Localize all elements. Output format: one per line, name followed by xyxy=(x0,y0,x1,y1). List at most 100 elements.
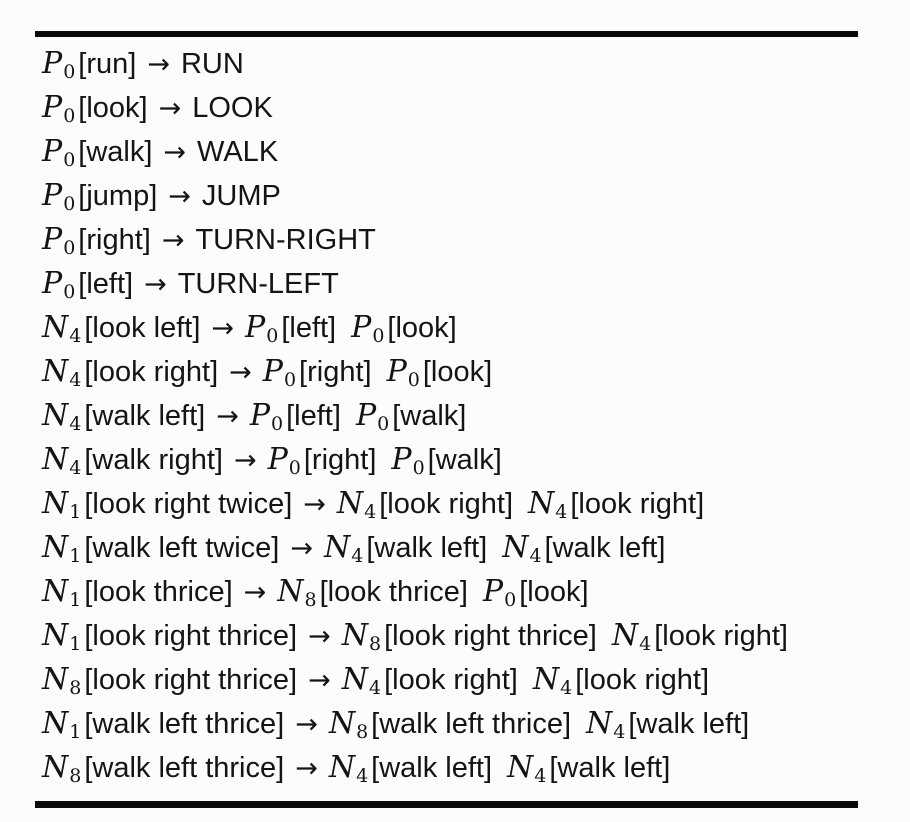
nonterminal-subscript: 0 xyxy=(372,325,385,347)
nonterminal-subscript: 0 xyxy=(504,589,517,611)
production-rule: N8[walk left thrice]→N4[walk left]N4[wal… xyxy=(42,746,788,790)
nonterminal-symbol: N xyxy=(328,750,356,785)
nonterminal-symbol: P xyxy=(262,354,283,389)
terminal-token: LOOK xyxy=(192,92,273,124)
nonterminal-subscript: 4 xyxy=(555,501,568,523)
token-argument: [look right] xyxy=(654,620,788,652)
nonterminal-subscript: 4 xyxy=(613,721,626,743)
arrow-icon: → xyxy=(229,357,252,388)
nonterminal-subscript: 4 xyxy=(69,369,82,391)
token-argument: [look right] xyxy=(575,664,710,696)
nonterminal-token: N1[walk left twice] xyxy=(42,530,279,567)
nonterminal-subscript: 4 xyxy=(534,765,547,787)
nonterminal-token: P0[jump] xyxy=(42,178,158,215)
nonterminal-subscript: 0 xyxy=(412,457,425,479)
arrow-icon: → xyxy=(168,181,191,212)
nonterminal-subscript: 4 xyxy=(529,545,542,567)
token-argument: [walk] xyxy=(78,136,153,168)
nonterminal-symbol: N xyxy=(42,398,69,433)
token-argument: [walk left] xyxy=(371,752,493,784)
nonterminal-symbol: P xyxy=(351,310,372,345)
token-argument: [left] xyxy=(286,400,341,432)
production-rule: N1[walk left thrice]→N8[walk left thrice… xyxy=(42,702,788,746)
token-argument: [look thrice] xyxy=(319,576,468,608)
production-rule: N1[look right thrice]→N8[look right thri… xyxy=(42,614,788,658)
nonterminal-subscript: 0 xyxy=(266,325,279,347)
nonterminal-token: N8[look right thrice] xyxy=(42,662,298,699)
token-argument: [look thrice] xyxy=(84,576,233,608)
nonterminal-subscript: 8 xyxy=(368,633,382,655)
nonterminal-subscript: 4 xyxy=(356,765,369,787)
nonterminal-symbol: N xyxy=(42,574,69,609)
nonterminal-token: P0[walk] xyxy=(391,442,501,479)
terminal-token: TURN-LEFT xyxy=(177,268,339,300)
nonterminal-token: N4[look right] xyxy=(533,662,710,699)
nonterminal-subscript: 0 xyxy=(377,413,390,435)
nonterminal-subscript: 1 xyxy=(69,633,82,655)
arrow-icon: → xyxy=(144,269,167,300)
nonterminal-symbol: P xyxy=(42,266,63,301)
nonterminal-symbol: N xyxy=(42,354,69,389)
nonterminal-token: N4[walk left] xyxy=(502,530,665,567)
token-argument: [walk left thrice] xyxy=(84,752,285,784)
nonterminal-subscript: 4 xyxy=(69,457,82,479)
token-argument: [look] xyxy=(387,312,457,344)
nonterminal-subscript: 0 xyxy=(288,457,301,479)
token-argument: [look right] xyxy=(84,356,219,388)
nonterminal-symbol: N xyxy=(336,486,364,521)
token-argument: [left] xyxy=(281,312,337,344)
nonterminal-subscript: 0 xyxy=(63,193,76,215)
token-argument: [look right] xyxy=(570,488,705,520)
nonterminal-symbol: N xyxy=(328,706,356,741)
nonterminal-subscript: 4 xyxy=(639,633,652,655)
token-argument: [walk right] xyxy=(84,444,223,476)
production-rule: N4[look left]→P0[left]P0[look] xyxy=(42,306,788,350)
nonterminal-subscript: 4 xyxy=(351,545,364,567)
nonterminal-subscript: 0 xyxy=(407,369,420,391)
production-rule: N1[look thrice]→N8[look thrice]P0[look] xyxy=(42,570,788,614)
nonterminal-token: N4[look right] xyxy=(611,618,788,655)
nonterminal-token: P0[look] xyxy=(387,354,493,391)
nonterminal-subscript: 1 xyxy=(69,545,82,567)
token-argument: [walk left] xyxy=(549,752,671,784)
nonterminal-token: N4[walk left] xyxy=(324,530,487,567)
nonterminal-token: N4[look right] xyxy=(528,486,705,523)
nonterminal-token: N1[look right twice] xyxy=(42,486,292,523)
arrow-icon: → xyxy=(303,489,326,520)
token-argument: [right] xyxy=(299,356,372,388)
nonterminal-token: P0[walk] xyxy=(42,134,153,171)
nonterminal-symbol: N xyxy=(42,442,69,477)
nonterminal-token: N8[look right thrice] xyxy=(341,618,597,655)
nonterminal-symbol: N xyxy=(611,618,639,653)
nonterminal-subscript: 4 xyxy=(69,325,82,347)
arrow-icon: → xyxy=(308,665,331,696)
nonterminal-token: N8[walk left thrice] xyxy=(42,750,285,787)
nonterminal-symbol: N xyxy=(42,530,69,565)
nonterminal-token: N4[look right] xyxy=(336,486,514,523)
nonterminal-token: N4[walk left] xyxy=(328,750,493,787)
nonterminal-symbol: P xyxy=(245,310,266,345)
nonterminal-symbol: N xyxy=(586,706,613,741)
nonterminal-token: N8[walk left thrice] xyxy=(328,706,571,743)
token-argument: [look left] xyxy=(84,312,201,344)
arrow-icon: → xyxy=(161,225,185,256)
token-argument: [jump] xyxy=(78,180,158,212)
nonterminal-subscript: 0 xyxy=(283,369,297,391)
nonterminal-symbol: N xyxy=(502,530,529,565)
token-argument: [look] xyxy=(78,92,148,124)
production-rule: N1[walk left twice]→N4[walk left]N4[walk… xyxy=(42,526,788,570)
token-argument: [look] xyxy=(422,356,493,388)
nonterminal-subscript: 1 xyxy=(69,721,82,743)
nonterminal-token: P0[left] xyxy=(42,266,133,303)
nonterminal-symbol: N xyxy=(528,486,555,521)
nonterminal-symbol: P xyxy=(391,442,412,477)
token-argument: [walk left] xyxy=(628,708,750,740)
token-argument: [look right thrice] xyxy=(84,664,298,696)
nonterminal-symbol: N xyxy=(341,618,368,653)
nonterminal-token: N1[walk left thrice] xyxy=(42,706,284,743)
token-argument: [look right] xyxy=(379,488,514,520)
nonterminal-symbol: P xyxy=(42,134,63,169)
arrow-icon: → xyxy=(211,313,235,344)
